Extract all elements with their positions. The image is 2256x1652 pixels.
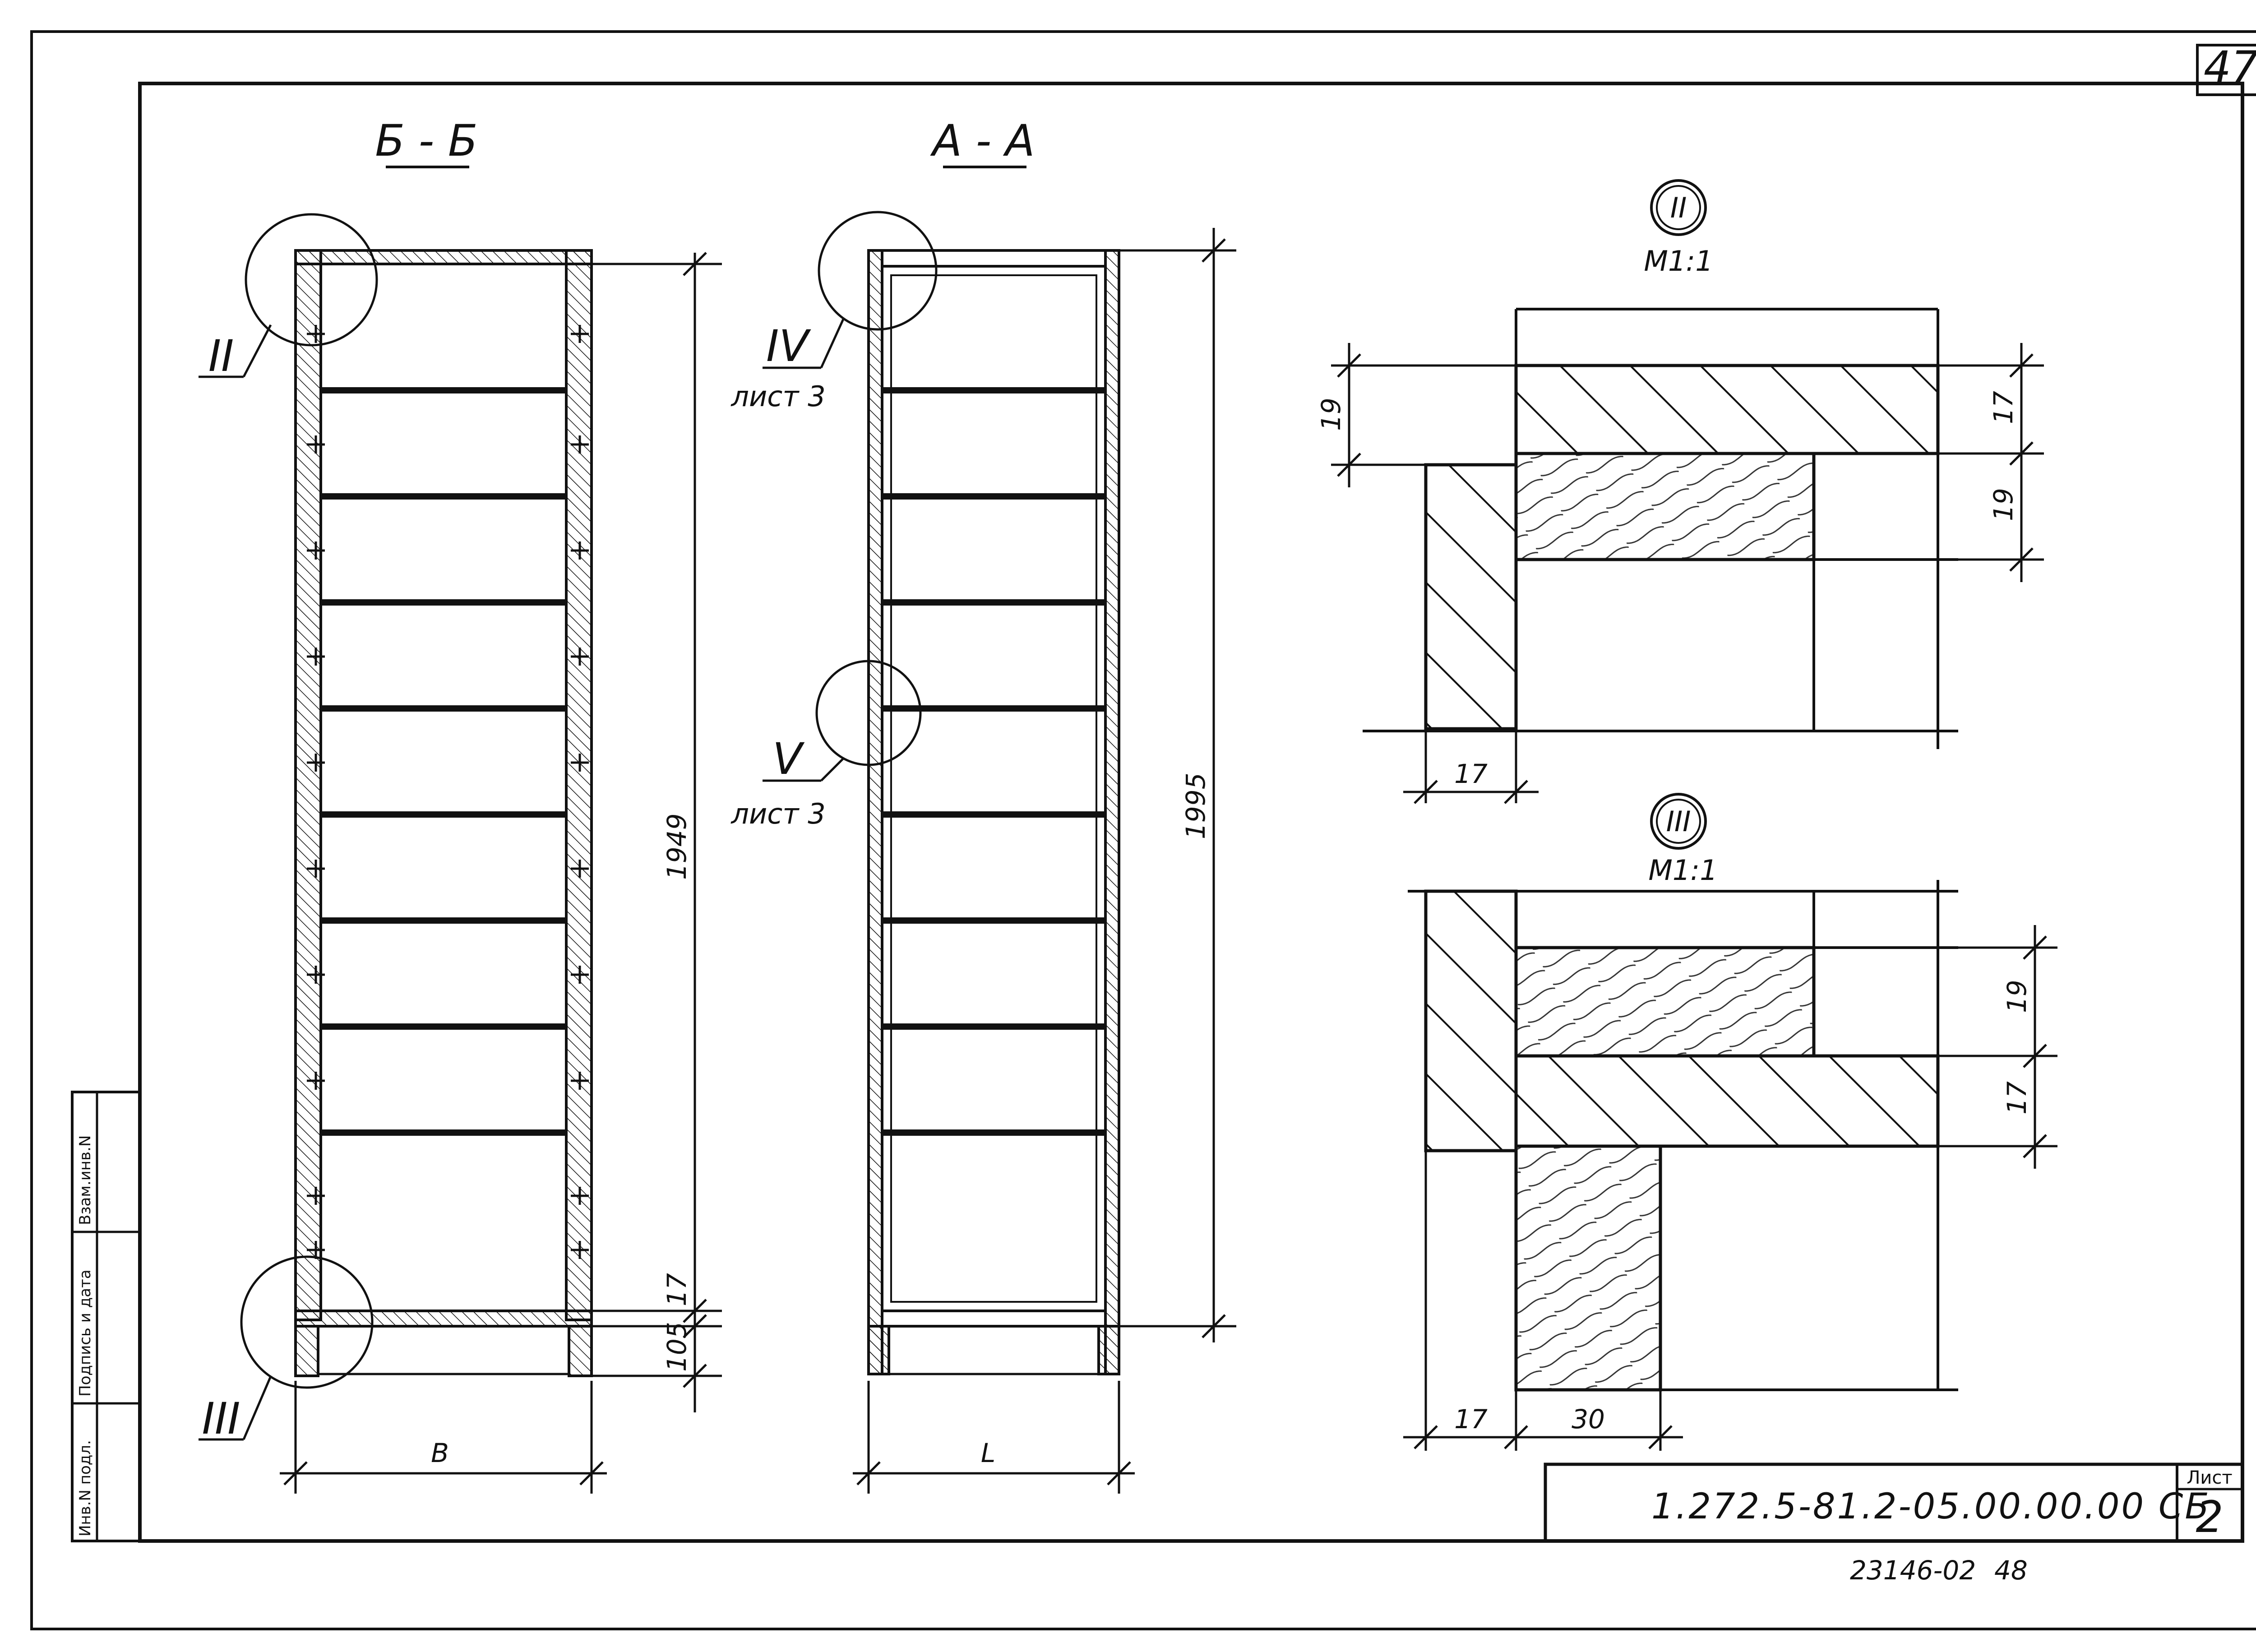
callout-III-bb: III bbox=[202, 1393, 240, 1444]
callout-IV-aa: IV bbox=[766, 321, 811, 371]
detail-II-scale: М1:1 bbox=[1644, 245, 1713, 278]
shelves-bb bbox=[321, 387, 566, 1136]
callout-IV-ref: лист 3 bbox=[730, 380, 825, 413]
stamp-inventory-label: Инв.N подл. bbox=[76, 1440, 94, 1536]
dim-II-right-17: 17 bbox=[1988, 391, 2019, 424]
sheet-frame bbox=[30, 30, 2256, 1630]
title-block bbox=[1544, 1462, 2244, 1543]
dim-bb-plinth: 105 bbox=[661, 1322, 692, 1372]
dim-II-right-19: 19 bbox=[1988, 488, 2019, 521]
drawing-designation: 1.272.5-81.2-05.00.00.00 СБ bbox=[1651, 1486, 2211, 1527]
archive-number: 23146-02 bbox=[1850, 1555, 1976, 1586]
detail-II: II М1:1 bbox=[1316, 179, 2044, 804]
callout-V-ref: лист 3 bbox=[730, 797, 825, 830]
detail-III-label: III bbox=[1666, 805, 1691, 838]
section-aa-title: А - А bbox=[929, 116, 1035, 166]
dim-bb-bottom-board: 17 bbox=[661, 1273, 692, 1306]
dim-II-left-19: 19 bbox=[1316, 398, 1346, 431]
stamp-replacement-label: Взам.инв.N bbox=[76, 1135, 94, 1225]
sheet-number: 2 bbox=[2196, 1492, 2223, 1542]
callout-V-aa: V bbox=[772, 734, 805, 784]
archive-page: 48 bbox=[1994, 1555, 2028, 1586]
stamp-column bbox=[71, 1091, 141, 1542]
dim-III-right-19: 19 bbox=[2002, 980, 2032, 1013]
stamp-signature-label: Подпись и дата bbox=[76, 1269, 94, 1397]
dim-aa-height: 1995 bbox=[1180, 773, 1211, 839]
section-bb: Б - Б bbox=[199, 116, 722, 1494]
callout-II-bb: II bbox=[208, 331, 234, 381]
section-aa: А - А IV лист 3 bbox=[730, 116, 1236, 1494]
dim-III-bottom-30: 30 bbox=[1572, 1404, 1605, 1435]
section-bb-title: Б - Б bbox=[375, 116, 477, 166]
page-number-top: 47 bbox=[2204, 42, 2256, 93]
detail-III-scale: М1:1 bbox=[1648, 854, 1717, 887]
dim-bb-height: 1949 bbox=[661, 813, 692, 880]
dim-bb-width: B bbox=[431, 1438, 449, 1468]
detail-II-label: II bbox=[1670, 191, 1687, 224]
dim-III-bottom-17: 17 bbox=[1454, 1404, 1488, 1435]
detail-III: III М1:1 bbox=[1403, 793, 2057, 1451]
dim-II-bottom-17: 17 bbox=[1454, 759, 1488, 789]
sheet-label: Лист bbox=[2187, 1467, 2232, 1488]
shelves-aa bbox=[882, 387, 1105, 1136]
shelf-pin-marks bbox=[307, 325, 589, 1259]
dim-III-right-17: 17 bbox=[2002, 1081, 2032, 1115]
dim-aa-width: L bbox=[981, 1438, 995, 1468]
